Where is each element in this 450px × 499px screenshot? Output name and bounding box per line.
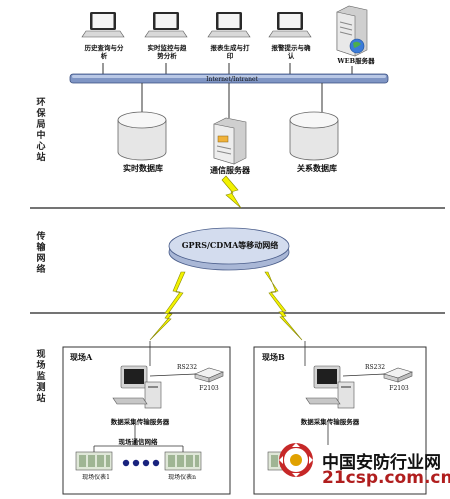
site-a-modem-label: F2103 — [199, 385, 219, 392]
site-a-workstation-icon — [112, 365, 162, 409]
laptop-icon-2 — [144, 12, 188, 38]
lightning-icon-site-b — [264, 271, 303, 341]
gprs-network-label: GPRS/CDMA等移动网络 — [181, 240, 279, 250]
site-b-modem-label: F2103 — [389, 385, 409, 392]
client-label-1: 历史查询与分析 — [84, 44, 124, 60]
laptop-icon-3 — [207, 12, 251, 38]
zone-label-site: 现场监测站 — [36, 350, 46, 404]
site-a-instrument-n-icon — [164, 451, 202, 471]
site-a-field-net-label: 现场通信网络 — [118, 438, 158, 446]
relational-db-label: 关系数据库 — [297, 163, 337, 173]
client-label-4: 报警提示与确认 — [271, 44, 311, 60]
lightning-icon-center — [221, 175, 242, 209]
client-label-2: 实时监控与趋势分析 — [147, 44, 187, 60]
gprs-network-cloud — [168, 227, 290, 271]
web-server-icon — [336, 5, 368, 57]
web-server-label: WEB服务器 — [337, 57, 375, 65]
relational-database-icon — [289, 111, 339, 161]
site-a-rs232-link — [149, 373, 197, 377]
watermark-url: 21csp.com.cn — [322, 468, 450, 488]
site-b-title: 现场B — [262, 352, 285, 362]
network-bus — [69, 73, 389, 84]
client-label-3: 报表生成与打印 — [210, 44, 250, 60]
site-a-instrument-n-label: 现场仪表n — [168, 474, 196, 481]
site-a-field-bus — [93, 445, 184, 452]
site-a-server-label: 数据采集传输服务器 — [110, 418, 170, 426]
site-b-rs232-label: RS232 — [364, 364, 386, 371]
site-b-server-label: 数据采集传输服务器 — [300, 418, 360, 426]
site-b-rs232-link — [342, 373, 386, 377]
realtime-database-icon — [117, 111, 167, 161]
comm-server-label: 通信服务器 — [210, 165, 250, 175]
site-b-modem-icon — [383, 367, 413, 383]
site-b-workstation-icon — [305, 365, 355, 409]
ellipsis-dots-icon — [122, 459, 160, 467]
communication-server-icon — [213, 117, 247, 165]
site-a-title: 现场A — [70, 352, 93, 362]
site-a-modem-icon — [194, 367, 224, 383]
realtime-db-label: 实时数据库 — [123, 163, 163, 173]
site-a-instrument-1-icon — [75, 451, 113, 471]
site-a-rs232-label: RS232 — [176, 364, 198, 371]
network-bus-label: Internet/Intranet — [206, 76, 258, 83]
zone-label-center: 环保局中心站 — [36, 98, 46, 163]
center-links — [141, 83, 323, 118]
lightning-icon-site-a — [149, 271, 186, 341]
site-a-instrument-1-label: 现场仪表1 — [82, 474, 110, 481]
watermark-logo-icon — [279, 443, 313, 477]
laptop-icon-4 — [268, 12, 312, 38]
client-links — [102, 63, 353, 74]
zone-label-transport: 传输网络 — [36, 232, 46, 275]
laptop-icon-1 — [81, 12, 125, 38]
watermark-text: 中国安防行业网 — [322, 453, 441, 473]
